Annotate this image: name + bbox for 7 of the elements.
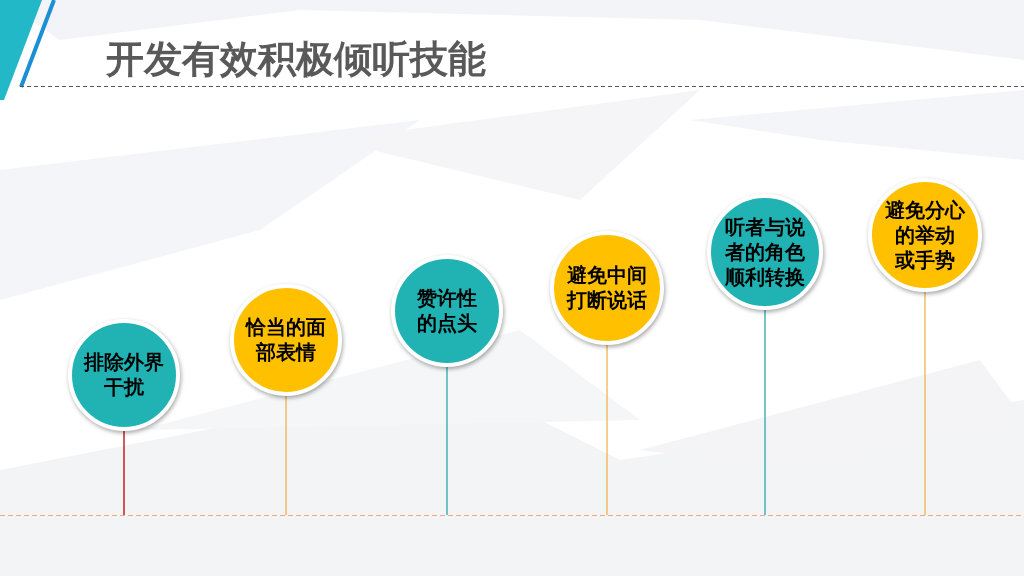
skill-text: 赞许性的点头 [416, 286, 478, 336]
slide-title: 开发有效积极倾听技能 [106, 36, 486, 82]
skill-text: 排除外界干扰 [82, 350, 165, 400]
skill-text: 听者与说者的角色顺利转换 [724, 214, 806, 290]
skill-text: 避免分心的举动或手势 [884, 197, 966, 273]
skill-text: 恰当的面部表情 [244, 315, 327, 365]
skill-text: 避免中间打断说话 [565, 263, 648, 313]
